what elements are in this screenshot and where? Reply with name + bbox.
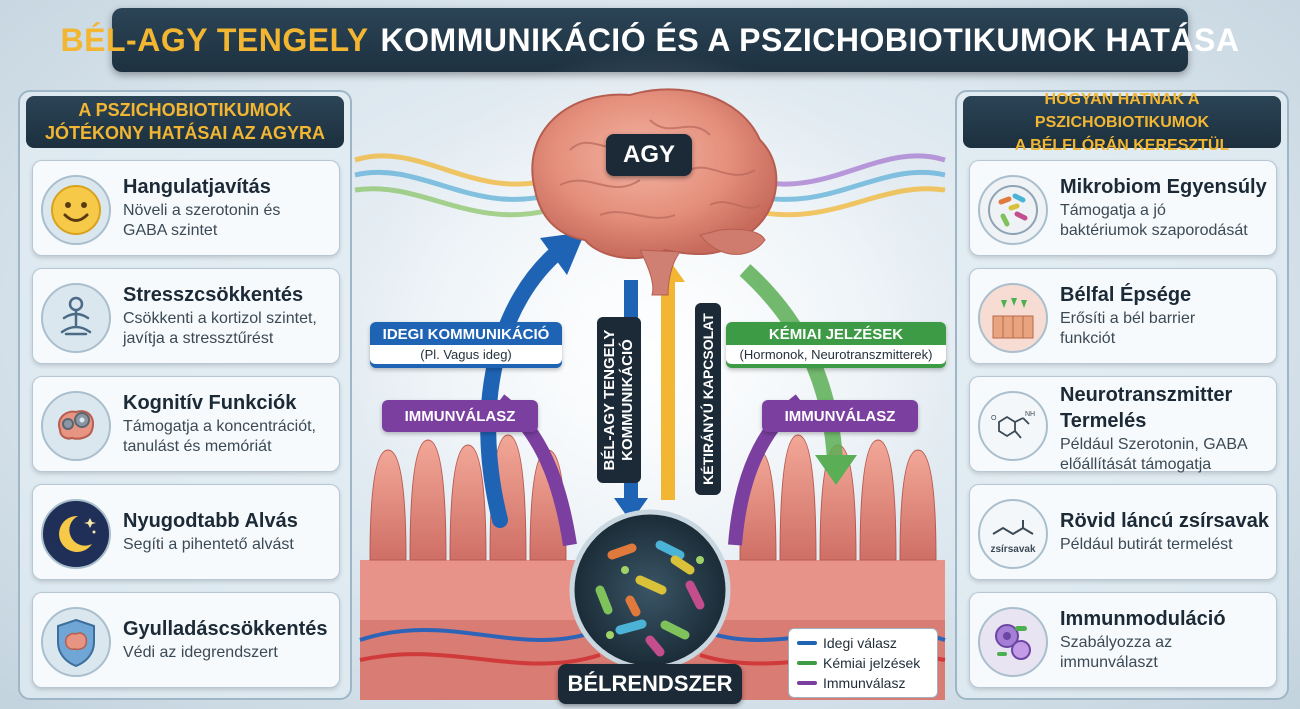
legend-label: Idegi válasz (823, 635, 897, 651)
card-title: Gyulladáscsökkentés (123, 618, 328, 640)
left-panel: A PSZICHOBIOTIKUMOK JÓTÉKONY HATÁSAI AZ … (18, 90, 352, 700)
chemical-signals-pill: KÉMIAI JELZÉSEK (Hormonok, Neurotranszmi… (726, 322, 946, 368)
right-header-line2: A BÉLFLÓRÁN KERESZTÜL (1014, 136, 1230, 154)
card-text: tanulást és memóriát (123, 438, 272, 455)
card-title-line2: Termelés (1060, 410, 1147, 432)
benefit-card-inflammation: Gyulladáscsökkentés Védi az idegrendszer… (32, 592, 340, 688)
chemical-title: KÉMIAI JELZÉSEK (768, 326, 904, 343)
right-wave-streams (749, 153, 946, 218)
meditation-icon (41, 283, 111, 353)
title-accent: BÉL-AGY TENGELY (60, 21, 369, 58)
card-title: Mikrobiom Egyensúly (1060, 176, 1267, 198)
card-text: immunválaszt (1060, 654, 1158, 671)
card-title: Nyugodtabb Alvás (123, 510, 298, 532)
card-text: előállítását támogatja (1060, 456, 1212, 473)
title-rest: KOMMUNIKÁCIÓ ÉS A PSZICHOBIOTIKUMOK HATÁ… (380, 21, 1240, 58)
card-title: Hangulatjavítás (123, 176, 271, 198)
neural-communication-pill: IDEGI KOMMUNIKÁCIÓ (Pl. Vagus ideg) (370, 322, 562, 368)
immune-cells-icon (978, 607, 1048, 677)
card-text: Szabályozza az (1060, 634, 1173, 651)
molecule-icon: NH O (978, 391, 1048, 461)
petri-dish-icon (978, 175, 1048, 245)
card-text: Csökkenti a kortizol szintet, (123, 310, 317, 327)
right-header-line1: HOGYAN HATNAK A PSZICHOBIOTIKUMOK (1034, 90, 1210, 131)
axis-communication-label: BÉL-AGY TENGELY KOMMUNIKÁCIÓ (597, 317, 641, 483)
card-text: javítja a stressztűrést (123, 330, 274, 347)
legend-swatch-neural (797, 641, 817, 645)
fatty-acid-icon-label: zsírsavak (990, 544, 1036, 555)
immune-right-pill: IMMUNVÁLASZ (762, 400, 918, 432)
mechanism-card-scfa: zsírsavak Rövid láncú zsírsavak Például … (969, 484, 1277, 580)
right-panel-header: HOGYAN HATNAK A PSZICHOBIOTIKUMOK A BÉLF… (963, 91, 1281, 154)
card-text: baktériumok szaporodását (1060, 222, 1248, 239)
brain-shield-icon (41, 607, 111, 677)
brain-gears-icon (41, 391, 111, 461)
card-text: GABA szintet (123, 222, 218, 239)
axis-line1: BÉL-AGY TENGELY (601, 329, 618, 471)
card-title: Kognitív Funkciók (123, 392, 297, 414)
neural-subtitle: (Pl. Vagus ideg) (370, 345, 562, 364)
benefit-card-cognitive: Kognitív Funkciók Támogatja a koncentrác… (32, 376, 340, 472)
mechanism-card-microbiome: Mikrobiom Egyensúly Támogatja a jó bakté… (969, 160, 1277, 256)
legend-immune: Immunválasz (797, 675, 905, 691)
bidirectional-label: KÉTIRÁNYÚ KAPCSOLAT (695, 303, 721, 495)
intestinal-wall-icon (978, 283, 1048, 353)
card-text: Erősíti a bél barrier (1060, 310, 1196, 327)
smiley-icon (41, 175, 111, 245)
legend-label: Immunválasz (823, 675, 906, 691)
svg-text:NH: NH (1025, 411, 1035, 418)
card-title: Bélfal Épsége (1060, 284, 1192, 306)
legend: Idegi válasz Kémiai jelzések Immunválasz (788, 628, 938, 698)
brain-label: AGY (606, 134, 692, 176)
legend-neural: Idegi válasz (797, 635, 897, 651)
svg-text:O: O (991, 415, 997, 422)
neural-title: IDEGI KOMMUNIKÁCIÓ (382, 326, 550, 343)
fatty-acid-icon: zsírsavak (978, 499, 1048, 569)
gut-label: BÉLRENDSZER (558, 664, 742, 704)
card-title: Neurotranszmitter (1060, 384, 1233, 406)
card-text: Például butirát termelést (1060, 536, 1233, 553)
chemical-subtitle: (Hormonok, Neurotranszmitterek) (726, 345, 946, 364)
legend-chemical: Kémiai jelzések (797, 655, 920, 671)
left-header-line2: JÓTÉKONY HATÁSAI AZ AGYRA (44, 123, 326, 143)
card-text: funkciót (1060, 330, 1116, 347)
legend-label: Kémiai jelzések (823, 655, 921, 671)
card-text: Támogatja a jó (1060, 202, 1166, 219)
card-text: Segíti a pihentető alvást (123, 536, 294, 553)
card-title: Immunmoduláció (1060, 608, 1226, 630)
benefit-card-stress: Stresszcsökkentés Csökkenti a kortizol s… (32, 268, 340, 364)
benefit-card-mood: Hangulatjavítás Növeli a szerotonin és G… (32, 160, 340, 256)
card-text: Például Szerotonin, GABA (1060, 436, 1248, 453)
card-text: Növeli a szerotonin és (123, 202, 281, 219)
card-text: Védi az idegrendszert (123, 644, 278, 661)
mechanism-card-immunomodulation: Immunmoduláció Szabályozza az immunválas… (969, 592, 1277, 688)
left-wave-streams (354, 153, 551, 218)
benefit-card-sleep: Nyugodtabb Alvás Segíti a pihentető alvá… (32, 484, 340, 580)
left-header-line1: A PSZICHOBIOTIKUMOK (78, 100, 292, 120)
legend-swatch-immune (797, 681, 817, 685)
immune-left-pill: IMMUNVÁLASZ (382, 400, 538, 432)
axis-line2: KOMMUNIKÁCIÓ (619, 339, 636, 461)
card-title: Rövid láncú zsírsavak (1060, 510, 1269, 532)
mechanism-card-neurotransmitter: NH O Neurotranszmitter Termelés Például S… (969, 376, 1277, 473)
moon-stars-icon (41, 499, 111, 569)
legend-swatch-chemical (797, 661, 817, 665)
gut-microbiome-circle (569, 509, 731, 671)
card-title: Stresszcsökkentés (123, 284, 304, 306)
mechanism-card-gut-barrier: Bélfal Épsége Erősíti a bél barrier funk… (969, 268, 1277, 364)
right-panel: HOGYAN HATNAK A PSZICHOBIOTIKUMOK A BÉLF… (955, 90, 1289, 700)
left-panel-header: A PSZICHOBIOTIKUMOK JÓTÉKONY HATÁSAI AZ … (26, 96, 344, 148)
card-text: Támogatja a koncentrációt, (123, 418, 316, 435)
